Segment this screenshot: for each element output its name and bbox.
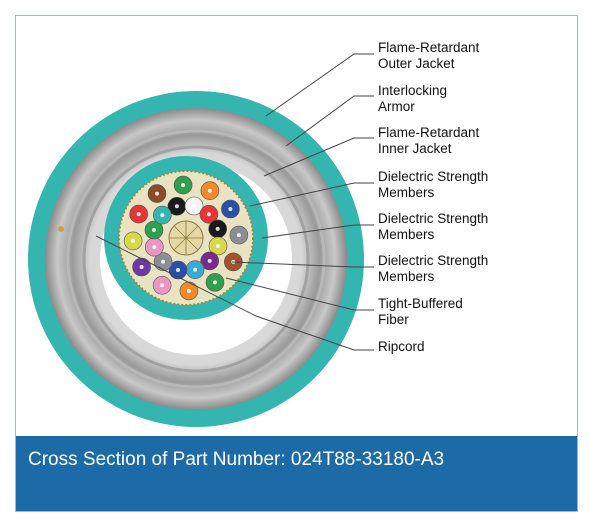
fiber-core bbox=[160, 213, 165, 218]
armor-ridge-outer bbox=[66, 129, 326, 389]
fiber-core bbox=[228, 207, 233, 211]
leader-strength-2 bbox=[261, 224, 374, 239]
fiber-core bbox=[192, 204, 196, 208]
fiber-core bbox=[160, 283, 165, 288]
leader-strength-1 bbox=[249, 182, 374, 207]
fiber-core bbox=[131, 238, 136, 243]
fiber-core bbox=[236, 233, 241, 238]
fiber-core bbox=[207, 188, 212, 193]
label-ripcord: Ripcord bbox=[378, 339, 425, 354]
fiber-core bbox=[181, 183, 186, 188]
fiber-core bbox=[176, 268, 180, 272]
fiber-core bbox=[174, 204, 179, 209]
fiber-core bbox=[139, 265, 144, 269]
fiber-core bbox=[136, 212, 141, 217]
ripcord bbox=[58, 226, 64, 232]
fiber-core bbox=[152, 228, 156, 232]
fiber-core bbox=[186, 288, 191, 293]
leader-strength-3 bbox=[231, 261, 374, 268]
leader-armor bbox=[285, 95, 374, 147]
leader-outer-jacket bbox=[265, 53, 374, 117]
caption-bar: Cross Section of Part Number: 024T88-331… bbox=[16, 436, 577, 511]
fiber-core bbox=[216, 244, 220, 248]
fiber-core bbox=[155, 191, 159, 196]
leader-inner-jacket bbox=[263, 137, 374, 177]
strength-member-yarn-edge bbox=[118, 170, 254, 306]
fiber-core bbox=[206, 212, 211, 217]
fiber-core bbox=[193, 267, 198, 272]
leader-lines bbox=[95, 53, 374, 351]
leader-ripcord bbox=[95, 235, 374, 351]
tight-buffered-fibers bbox=[123, 175, 249, 301]
fiber-core bbox=[161, 259, 166, 264]
cable-diagram bbox=[28, 53, 374, 427]
caption-text: Cross Section of Part Number: 024T88-331… bbox=[28, 449, 445, 470]
fiber-core bbox=[152, 245, 157, 250]
fiber-core bbox=[213, 280, 217, 285]
central-strength-member-fibers bbox=[169, 221, 203, 255]
fiber-core bbox=[215, 226, 220, 231]
fiber-core bbox=[207, 258, 212, 263]
leader-fiber bbox=[225, 277, 374, 311]
armor-ridge-inner bbox=[82, 145, 310, 373]
